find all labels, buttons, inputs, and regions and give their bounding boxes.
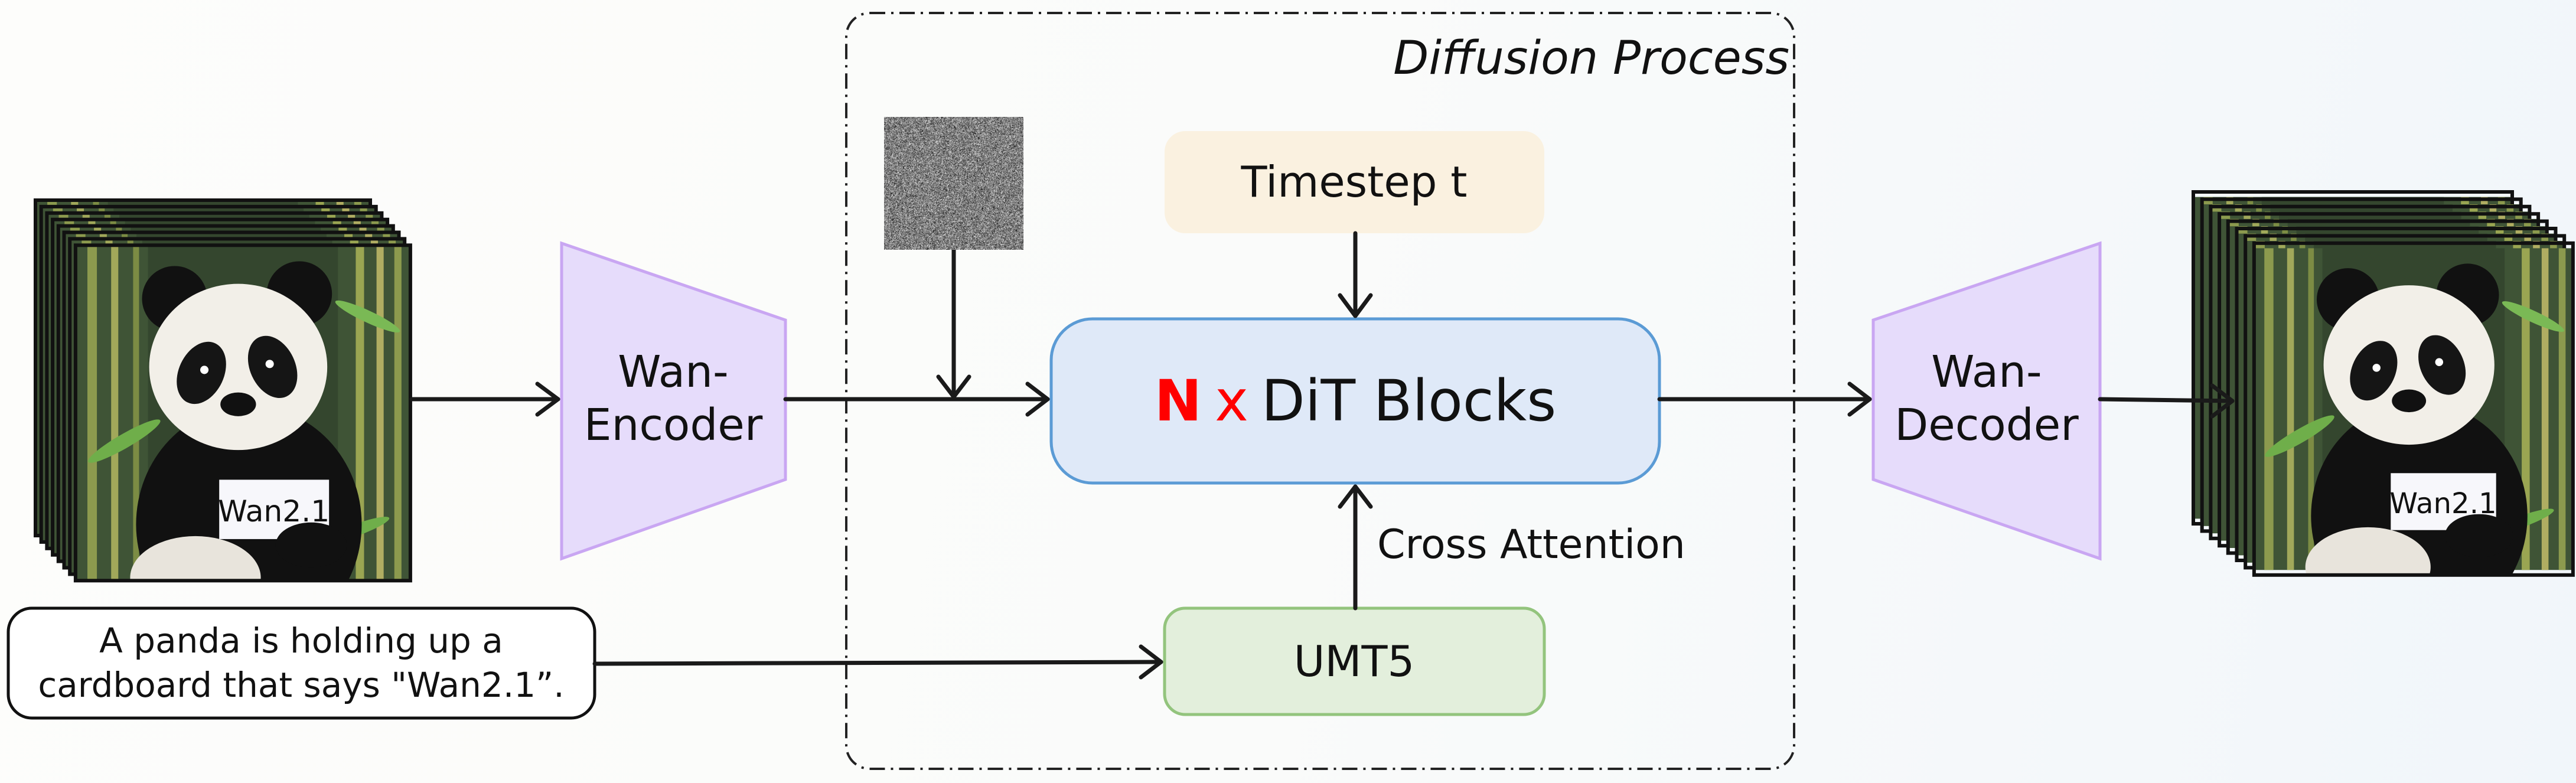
panda-image	[77, 245, 409, 643]
diffusion-process-label: Diffusion Process	[1393, 32, 1789, 85]
dit-x: x	[1215, 368, 1248, 434]
input-video-frames	[35, 200, 410, 643]
arrow-video-to-encoder	[412, 384, 558, 415]
dit-text: DiT Blocks	[1261, 368, 1556, 434]
video-frame	[76, 245, 410, 643]
prompt-line1: A panda is holding up a	[99, 621, 503, 661]
cross-attention-label: Cross Attention	[1377, 521, 1685, 568]
video-frame	[2254, 243, 2573, 630]
encoder-label-line2: Encoder	[584, 400, 763, 451]
dit-n: N	[1155, 368, 1202, 434]
arrow-noise-to-latent	[938, 250, 969, 397]
dit-label: NxDiT Blocks	[1155, 368, 1557, 434]
decoder-label-line2: Decoder	[1894, 400, 2079, 451]
output-video-frames	[2193, 192, 2573, 629]
arrow-prompt-to-umt5	[595, 647, 1161, 677]
umt5-label: UMT5	[1294, 637, 1415, 686]
arrow-umt5-to-dit	[1340, 487, 1371, 608]
prompt-line2: cardboard that says "Wan2.1”.	[38, 665, 564, 705]
panda-image	[2254, 248, 2573, 629]
arrow-encoder-to-dit	[785, 384, 1048, 415]
decoder-label-line1: Wan-	[1931, 347, 2042, 397]
arrow-dit-to-decoder	[1659, 384, 1870, 415]
timestep-label: Timestep t	[1240, 157, 1467, 207]
gaussian-noise-image	[884, 117, 1023, 250]
arrow-timestep-to-dit	[1340, 233, 1371, 316]
encoder-label-line1: Wan-	[618, 347, 728, 397]
